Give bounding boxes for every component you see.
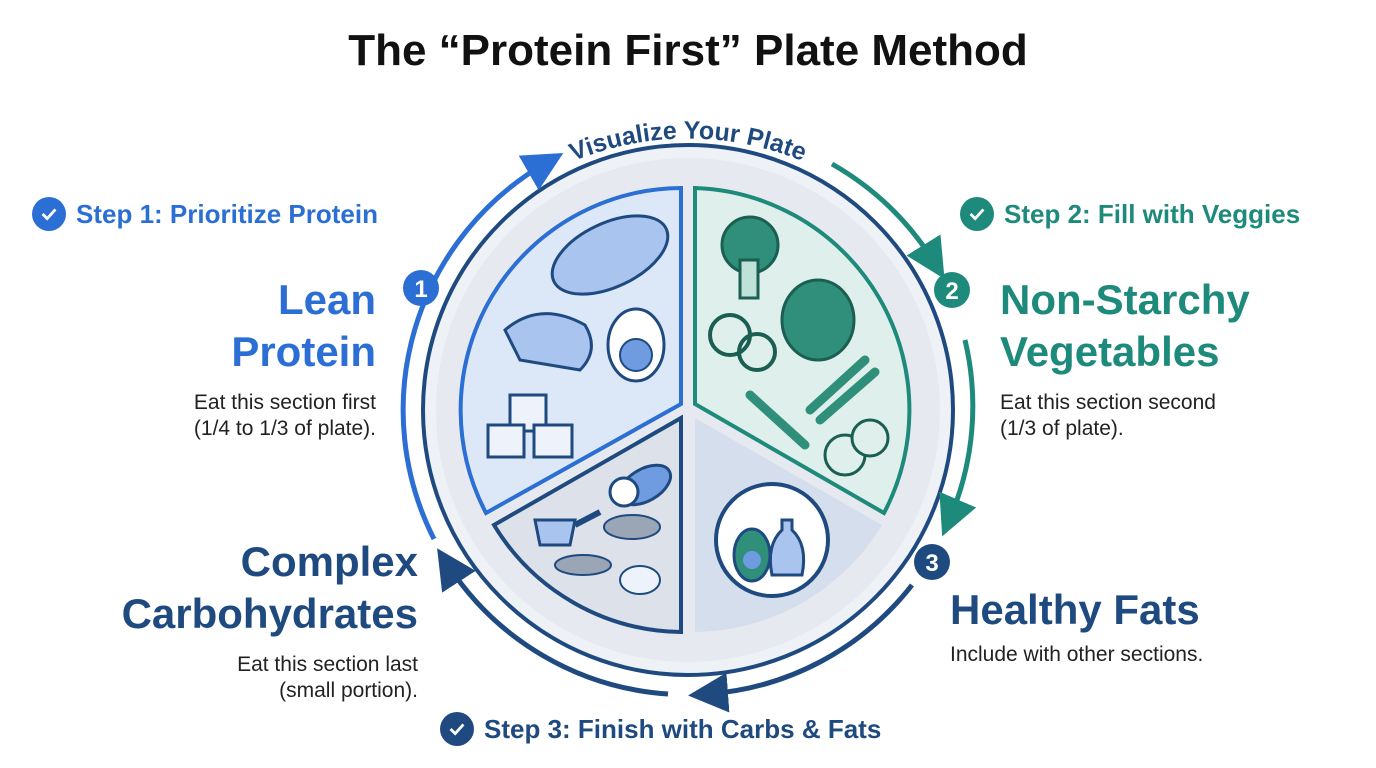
- step3-label: Step 3: Finish with Carbs & Fats: [440, 712, 881, 746]
- step1-arrow: [400, 153, 564, 541]
- asparagus-icon: [745, 355, 880, 450]
- cucumber-icon: [823, 418, 890, 477]
- check-icon: [440, 712, 474, 746]
- step3-arrow-bottom: [688, 583, 914, 713]
- step1-badge: 1: [403, 270, 439, 306]
- svg-text:1: 1: [414, 276, 427, 303]
- broccoli-icon: [720, 215, 780, 300]
- step2-label: Step 2: Fill with Veggies: [960, 197, 1300, 231]
- egg-icon: [606, 307, 666, 383]
- step2-arrow-top: [830, 161, 945, 279]
- step3-arrow-left: [437, 548, 669, 697]
- pepper-icon: [708, 313, 777, 372]
- lettuce-icon: [780, 278, 856, 362]
- svg-text:3: 3: [925, 550, 938, 577]
- scoop-icon: [533, 509, 602, 547]
- protein-info: Lean Protein Eat this section first (1/4…: [193, 276, 376, 440]
- step2-arrow-side: [939, 339, 977, 537]
- healthy-fats-icon: [714, 482, 830, 598]
- step2-badge: 2: [934, 272, 970, 308]
- step1-label: Step 1: Prioritize Protein: [32, 197, 378, 231]
- salmon-icon: [503, 312, 593, 372]
- chicken-icon: [550, 214, 670, 296]
- check-icon: [32, 197, 66, 231]
- sweet-potato-icon: [608, 463, 673, 508]
- svg-text:2: 2: [945, 278, 958, 305]
- tofu-icon: [486, 393, 574, 459]
- fats-info: Healthy Fats Include with other sections…: [950, 586, 1204, 666]
- grains-icon: [554, 514, 661, 595]
- step3-badge: 3: [914, 544, 950, 580]
- check-icon: [960, 197, 994, 231]
- veggies-info: Non-Starchy Vegetables Eat this section …: [1000, 276, 1250, 440]
- page-title: The “Protein First” Plate Method: [348, 26, 1028, 75]
- carbs-info: Complex Carbohydrates Eat this section l…: [121, 538, 418, 702]
